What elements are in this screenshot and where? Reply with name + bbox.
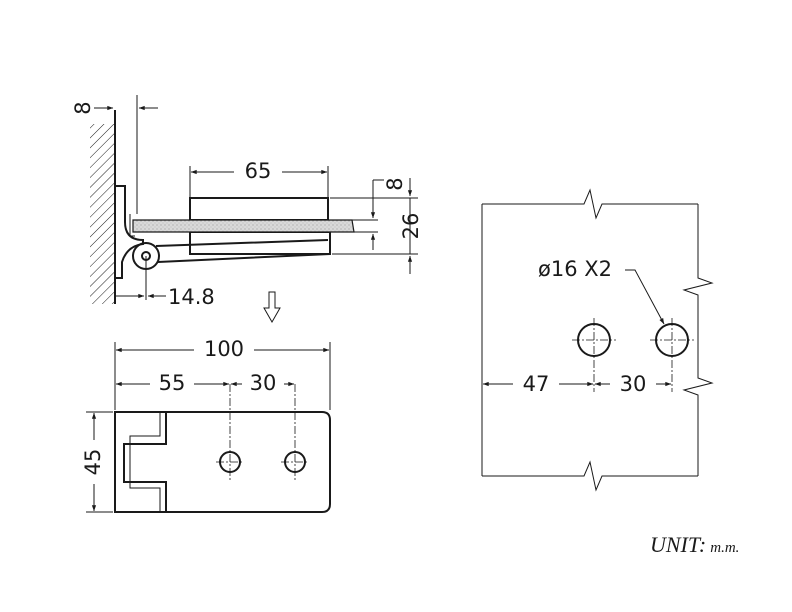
- dim-clamp-length: 65: [245, 159, 272, 183]
- side-view: 8 65 8 26 14.8: [71, 95, 423, 324]
- dim-clamp-height: 26: [399, 213, 423, 240]
- dim-first-hole: 55: [159, 371, 186, 395]
- clamp-top-plate: [189, 197, 329, 221]
- dim-glass-hole-spacing: 30: [620, 372, 647, 396]
- plan-view: 100 55 30 45: [81, 337, 331, 513]
- dim-hole-spacing: 30: [250, 371, 277, 395]
- glass-panel: [132, 219, 355, 233]
- dim-glass-thickness: 8: [383, 177, 407, 190]
- wall-hatch: [90, 124, 115, 304]
- glass-break-top: [482, 188, 698, 220]
- dim-overall-length: 100: [204, 337, 244, 361]
- glass-break-right: [682, 204, 714, 476]
- unit-label: UNIT:: [650, 532, 707, 557]
- dim-edge-to-hole: 47: [523, 372, 550, 396]
- dim-height: 45: [81, 449, 105, 476]
- view-direction-arrow: [263, 291, 281, 324]
- dim-wall-gap: 14.8: [168, 285, 215, 309]
- glass-break-bottom: [482, 460, 698, 492]
- glass-cutout-view: ø16 X2 47 30: [481, 188, 714, 492]
- hinge-slot-outer: [123, 412, 167, 512]
- unit-value: m.m.: [710, 540, 740, 556]
- hinge-bracket: [115, 185, 144, 279]
- glass-inner-edge: [129, 214, 135, 237]
- hinge-body-outline: [114, 411, 331, 513]
- dim-pivot-offset: 8: [71, 101, 95, 114]
- hinge-arm: [155, 239, 331, 263]
- hinge-slot-inner: [129, 412, 161, 512]
- hole-spec-label: ø16 X2: [538, 257, 612, 281]
- unit-note: UNIT:m.m.: [650, 532, 739, 558]
